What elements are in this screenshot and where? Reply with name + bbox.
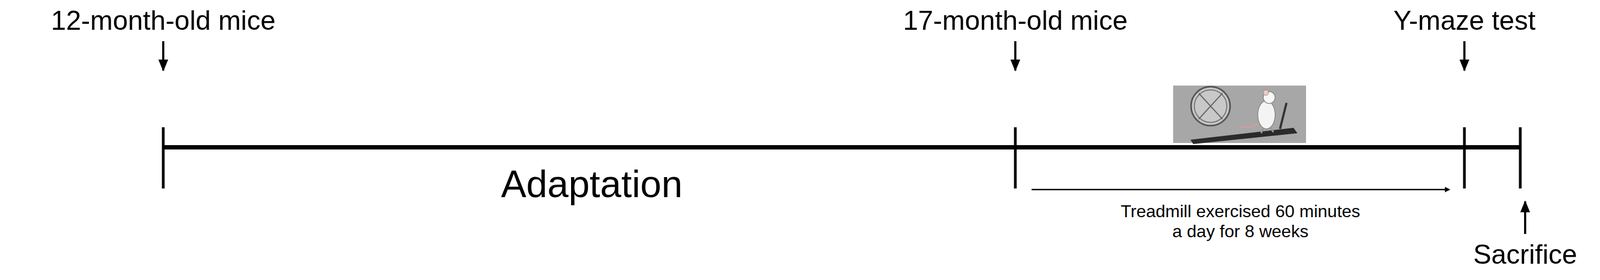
period-arrow: [1031, 189, 1450, 191]
period-label: Treadmill exercised 60 minutes a day for…: [1117, 201, 1365, 242]
pointer-arrow: [1463, 41, 1466, 71]
tick: [1463, 127, 1467, 189]
endpoint-label: Sacrifice: [1473, 239, 1578, 272]
pointer-arrow: [1014, 41, 1017, 71]
age-label: 12-month-old mice: [50, 5, 276, 37]
tick: [1519, 127, 1522, 189]
phase-label: Adaptation: [501, 162, 683, 207]
pointer-arrow: [162, 41, 165, 71]
tick: [1014, 127, 1017, 189]
timeline-axis: [163, 145, 1522, 150]
tick: [162, 127, 165, 189]
test-label: Y-maze test: [1393, 5, 1536, 37]
treadmill-illustration: [1173, 85, 1307, 145]
age-label: 17-month-old mice: [903, 5, 1128, 37]
pointer-arrow: [1524, 201, 1527, 235]
